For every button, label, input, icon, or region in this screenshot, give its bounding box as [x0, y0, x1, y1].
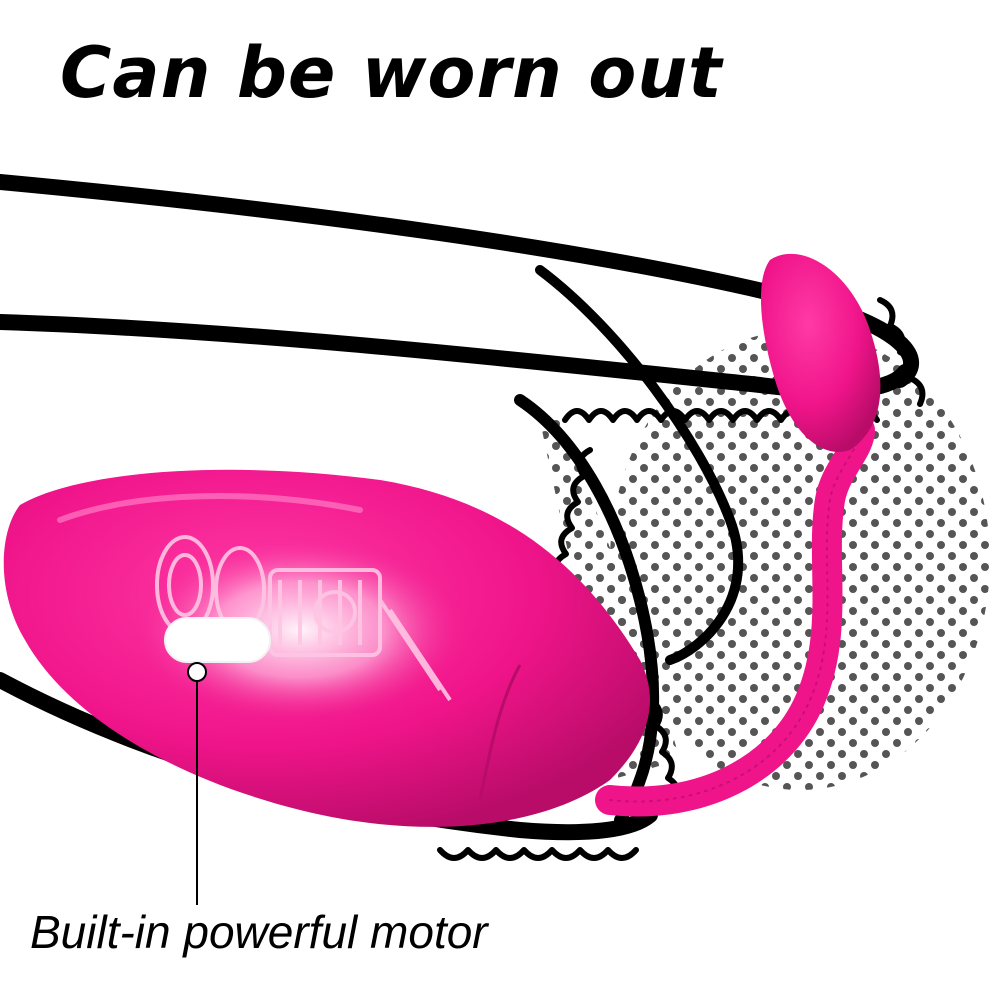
motor-cutaway-icon — [130, 535, 470, 725]
motor-callout-label: Built-in powerful motor — [30, 906, 488, 958]
headline: Can be worn out — [60, 32, 723, 114]
